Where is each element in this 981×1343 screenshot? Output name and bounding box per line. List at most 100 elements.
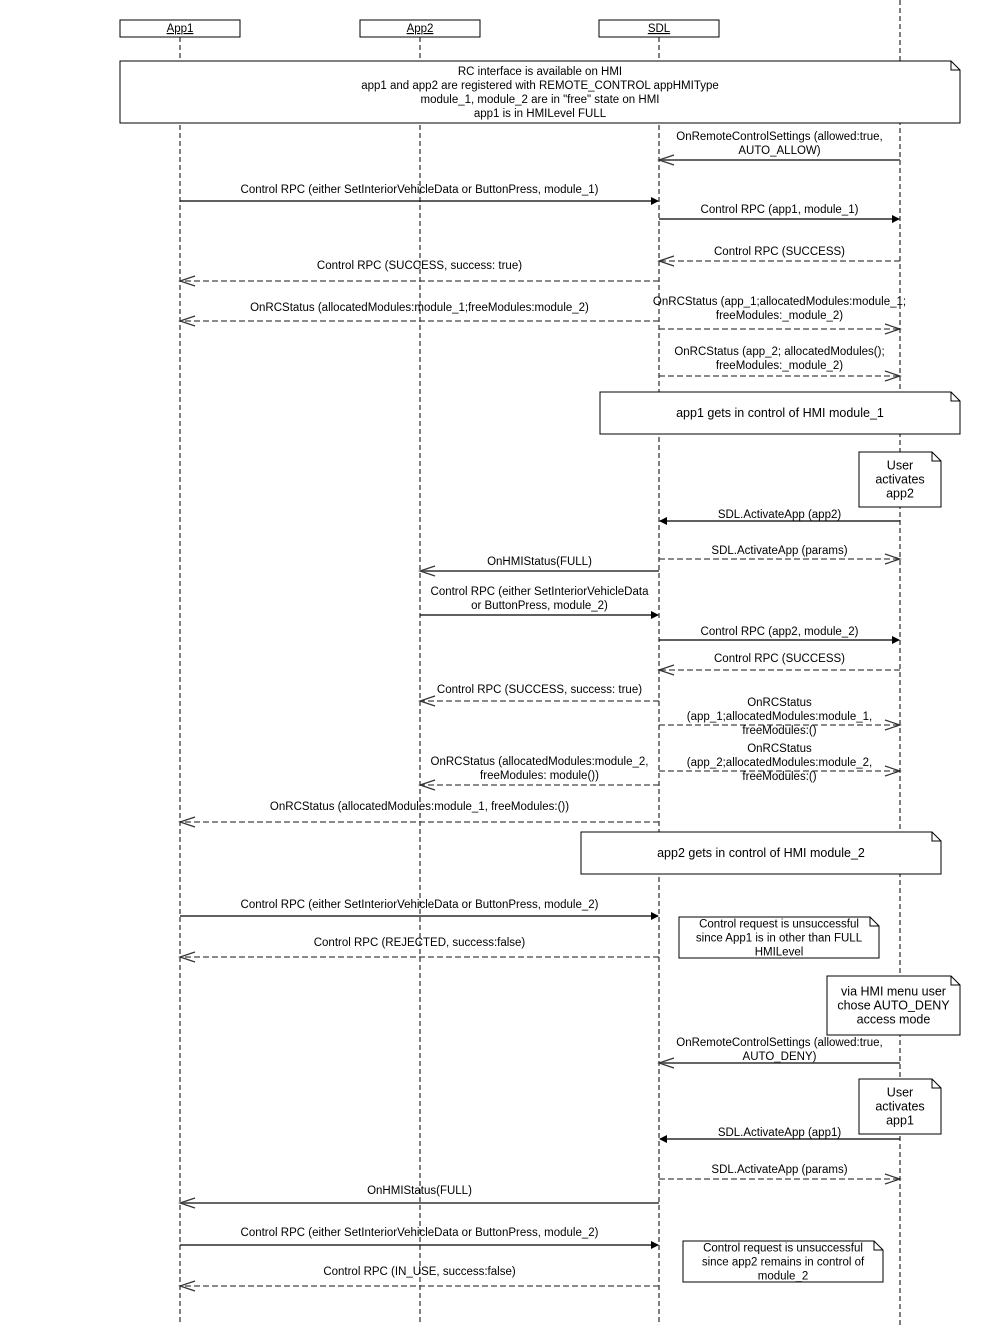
message-label: Control RPC (app2, module_2) [701,626,859,638]
arrowhead-open [657,255,675,267]
message-label: OnRCStatus [747,743,812,755]
message-notification[interactable]: OnRemoteControlSettings (allowed:true,AU… [657,131,900,166]
message-response[interactable]: Control RPC (SUCCESS, success: true) [418,684,659,707]
note-text: HMILevel [755,947,804,959]
message-label: SDL.ActivateApp (params) [711,1164,847,1176]
note-fold [950,976,960,986]
arrowhead-open [884,370,902,382]
arrowhead-open [178,315,196,327]
participant-app2[interactable]: App2 [359,19,481,38]
participant-app1[interactable]: App1 [119,19,241,38]
message-label: Control RPC (SUCCESS) [714,653,845,665]
message-request[interactable]: Control RPC (either SetInteriorVehicleDa… [180,184,659,205]
message-label: (app_1;allocatedModules:module_1, [687,711,872,723]
note-text: app2 gets in control of HMI module_2 [657,846,865,860]
note-fold [869,917,879,927]
message-request[interactable]: Control RPC (either SetInteriorVehicleDa… [180,899,659,920]
message-response[interactable]: Control RPC (SUCCESS, success: true) [178,260,659,287]
message-request[interactable]: SDL.ActivateApp (app2) [659,509,900,525]
message-label: Control RPC (either SetInteriorVehicleDa… [241,899,599,911]
arrowhead-open [418,779,436,791]
message-label: freeModules:_module_2) [716,310,843,322]
message-label: (app_2;allocatedModules:module_2, [687,757,872,769]
message-label: OnRCStatus [747,697,812,709]
note-text: Control request is unsuccessful [699,919,859,931]
note-box [678,916,880,959]
message-notification[interactable]: OnRemoteControlSettings (allowed:true,AU… [657,1037,900,1069]
message-response[interactable]: SDL.ActivateApp (params) [659,1164,902,1185]
participant-sdl[interactable]: SDL [598,19,720,38]
arrowhead-open [884,765,902,777]
message-response[interactable]: Control RPC (REJECTED, success:false) [178,937,659,963]
message-response[interactable]: OnRCStatus (app_2;allocatedModules:module… [659,743,902,783]
note-text: app1 and app2 are registered with REMOTE… [361,80,719,92]
message-label: or ButtonPress, module_2) [471,600,608,612]
note-fold [950,61,960,71]
note-fold [931,1079,941,1089]
message-response[interactable]: Control RPC (IN_USE, success:false) [178,1266,659,1292]
note: app1 gets in control of HMI module_1 [599,391,961,435]
arrowhead-filled [651,1241,659,1249]
arrowhead-filled [892,636,900,644]
message-request[interactable]: SDL.ActivateApp (app1) [659,1127,900,1143]
arrowhead-filled [651,912,659,920]
message-notification[interactable]: OnHMIStatus(FULL) [418,556,659,577]
participant-box [359,19,481,38]
message-label: freeModules:_module_2) [716,360,843,372]
note-text: via HMI menu user [841,985,946,999]
arrowhead-open [418,695,436,707]
note-text: Control request is unsuccessful [703,1243,863,1255]
note-box [826,975,961,1036]
arrowhead-open [657,154,675,166]
participant-box [598,19,720,38]
note-text: app1 [886,1114,914,1128]
message-label: Control RPC (IN_USE, success:false) [323,1266,516,1278]
message-response[interactable]: OnRCStatus (allocatedModules:module_2,fr… [418,756,659,791]
arrowhead-open [657,664,675,676]
note-box [599,391,961,435]
message-response[interactable]: OnRCStatus (app_2; allocatedModules(); fr… [659,346,902,382]
participant-label: App1 [167,23,194,35]
note-box [580,831,942,875]
note-text: app1 is in HMILevel FULL [474,108,607,120]
arrowhead-open [884,553,902,565]
message-request[interactable]: Control RPC (either SetInteriorVehicleDa… [420,586,659,619]
arrowhead-open [418,565,436,577]
message-label: OnRCStatus (app_2; allocatedModules(); [674,346,884,358]
message-response[interactable]: OnRCStatus (allocatedModules:module_1, f… [178,801,659,828]
note-text: module_1, module_2 are in "free" state o… [421,94,660,106]
message-label: OnRCStatus (allocatedModules:module_1;fr… [250,302,589,314]
note-fold [873,1241,883,1251]
arrowhead-filled [659,517,667,525]
participant-label: App2 [407,23,434,35]
arrowhead-filled [659,1135,667,1143]
arrowhead-open [884,323,902,335]
arrowhead-open [178,816,196,828]
message-response[interactable]: Control RPC (SUCCESS) [657,653,900,676]
message-response[interactable]: OnRCStatus (app_1;allocatedModules:modul… [653,296,906,335]
message-label: AUTO_DENY) [743,1051,817,1063]
participant-headers: App1 App2 SDL [119,19,720,38]
note-text: access mode [857,1013,931,1027]
message-response[interactable]: Control RPC (SUCCESS) [657,246,900,267]
message-response[interactable]: OnRCStatus (app_1;allocatedModules:module… [659,697,902,737]
note-text: chose AUTO_DENY [837,999,950,1013]
arrowhead-open [178,275,196,287]
message-label: SDL.ActivateApp (app2) [718,509,842,521]
message-notification[interactable]: OnHMIStatus(FULL) [178,1185,659,1209]
note-text: app1 gets in control of HMI module_1 [676,406,884,420]
message-label: OnRCStatus (app_1;allocatedModules:modul… [653,296,906,308]
message-response[interactable]: SDL.ActivateApp (params) [659,545,902,565]
note-box [858,1078,942,1135]
note-fold [931,452,941,462]
message-label: OnHMIStatus(FULL) [487,556,592,568]
note-fold [950,392,960,402]
message-request[interactable]: Control RPC (either SetInteriorVehicleDa… [180,1227,659,1249]
message-request[interactable]: Control RPC (app2, module_2) [659,626,900,644]
message-response[interactable]: OnRCStatus (allocatedModules:module_1;fr… [178,302,659,327]
message-request[interactable]: Control RPC (app1, module_1) [659,204,900,223]
